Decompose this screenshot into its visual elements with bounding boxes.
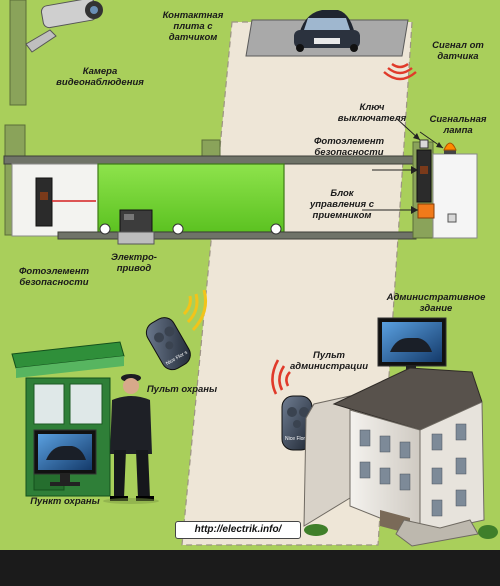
- security-guard-icon: [103, 374, 159, 504]
- bottom-bar: [0, 550, 500, 586]
- gate-roller: [270, 223, 282, 235]
- gate-roller: [99, 223, 111, 235]
- label-photocell-right: Фотоэлемент безопасности: [313, 136, 385, 158]
- remote-brand: Nice Flor s: [285, 436, 309, 442]
- sensor-signal-waves: [383, 63, 417, 81]
- remote-control-icon: Nice Flor s: [145, 317, 191, 371]
- key-switch: [419, 139, 429, 149]
- gate-pillar-left: [11, 163, 99, 237]
- car-icon: [294, 10, 360, 52]
- site-url: http://electrik.info/: [175, 521, 301, 539]
- label-admin-building: Административное здание: [386, 292, 486, 314]
- control-cabinet: [432, 153, 478, 239]
- label-signal-lamp: Сигнальная лампа: [429, 114, 487, 136]
- diagram-canvas: Nice Flor s Nice Flor s: [0, 0, 500, 550]
- label-admin-remote: Пульт администрации: [289, 350, 369, 372]
- bushes: [304, 524, 498, 539]
- label-camera: Камера видеонаблюдения: [56, 66, 144, 88]
- label-sensor-signal: Сигнал от датчика: [432, 40, 484, 62]
- camera-pole: [9, 0, 27, 106]
- label-control-unit: Блок управления с приемником: [309, 188, 375, 221]
- label-key-switch: Ключ выключателя: [337, 102, 407, 124]
- arrow-heads: [411, 133, 443, 214]
- signal-lamp-icon: [443, 142, 457, 154]
- photocell-left: [35, 177, 53, 227]
- admin-remote-waves: [271, 359, 291, 395]
- photocell-right: [416, 149, 432, 203]
- monitor-icon: [33, 429, 97, 486]
- label-guard-post: Пункт охраны: [30, 496, 100, 507]
- label-contact-plate: Контактная плита с датчиком: [162, 10, 224, 43]
- cctv-camera-icon: [25, 0, 103, 53]
- gate-motor-icon: [117, 209, 155, 245]
- remote-control-icon: Nice Flor s: [281, 395, 313, 451]
- label-guard-remote: Пульт охраны: [146, 384, 218, 395]
- office-building-icon: [303, 367, 485, 547]
- control-unit: [417, 203, 435, 219]
- guard-remote-waves: [182, 289, 208, 332]
- monitor-icon: [377, 317, 447, 372]
- gate-roller: [172, 223, 184, 235]
- label-electric-drive: Электро- привод: [111, 252, 157, 274]
- gate-bottom-rail: [57, 231, 417, 240]
- label-photocell-left: Фотоэлемент безопасности: [18, 266, 90, 288]
